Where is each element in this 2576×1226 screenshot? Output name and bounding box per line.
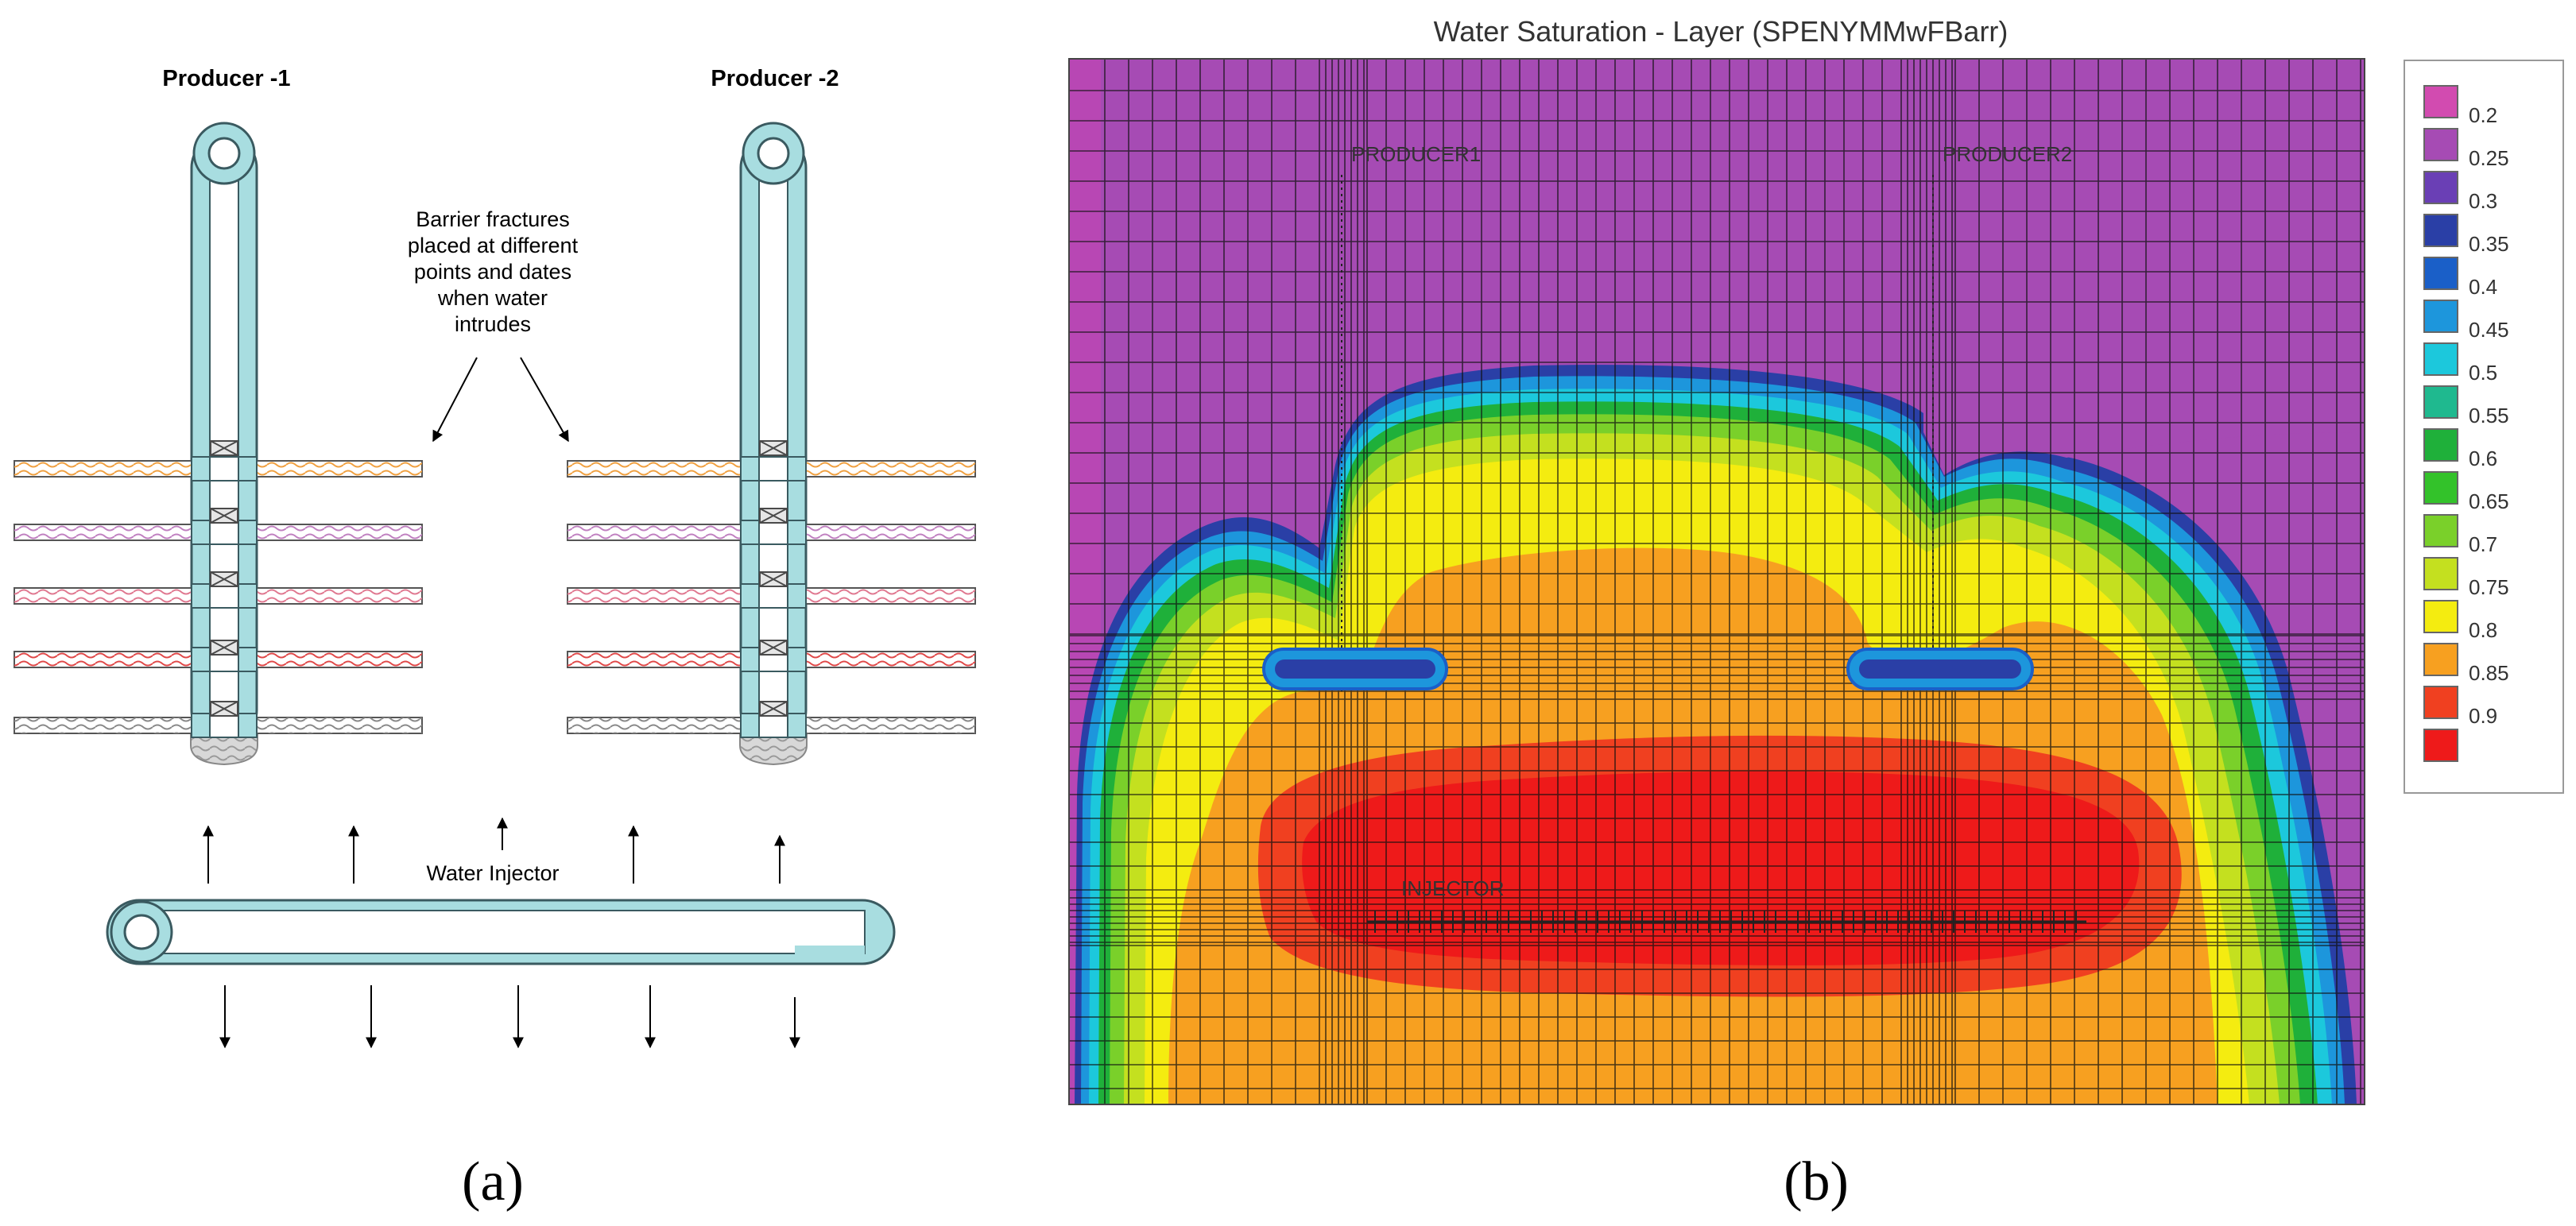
legend-swatch	[2423, 128, 2458, 161]
injector-well-label: INJECTOR	[1401, 876, 1505, 900]
legend-label: 0.35	[2469, 232, 2509, 256]
legend-label: 0.5	[2469, 361, 2497, 385]
legend-label: 0.9	[2469, 704, 2497, 728]
legend-label: 0.2	[2469, 103, 2497, 127]
barrier-note-line5: intrudes	[455, 312, 531, 336]
legend-swatch	[2423, 300, 2458, 333]
legend-label: 0.6	[2469, 447, 2497, 470]
packer-markers	[210, 440, 788, 717]
map-title: Water Saturation - Layer (SPENYMMwFBarr)	[1434, 15, 2009, 48]
barrier-note: Barrier fractures placed at different po…	[408, 207, 579, 443]
saturation-map	[1069, 59, 2365, 1104]
legend-swatch	[2423, 257, 2458, 290]
barrier-note-line3: points and dates	[414, 260, 571, 284]
legend-swatch	[2423, 471, 2458, 505]
legend-swatch	[2423, 557, 2458, 590]
producer2-label: Producer -2	[711, 66, 839, 91]
legend-label: 0.8	[2469, 618, 2497, 642]
legend-label: 0.75	[2469, 575, 2509, 599]
legend-label: 0.3	[2469, 189, 2497, 213]
legend-label: 0.65	[2469, 489, 2509, 513]
barrier-note-line1: Barrier fractures	[416, 207, 570, 231]
water-injector: Water Injector	[106, 861, 896, 965]
caption-a: (a)	[462, 1151, 524, 1212]
injector-label: Water Injector	[426, 861, 559, 885]
legend-swatch	[2423, 729, 2458, 762]
legend-swatch	[2423, 214, 2458, 247]
panel-a: Producer -1 Producer -2	[14, 66, 976, 1212]
color-legend: 0.2 0.25 0.3 0.35 0.4 0.45 0.5 0.55 0.6 0.65 0.7 0.…	[2404, 60, 2564, 794]
legend-label: 0.55	[2469, 404, 2509, 427]
flow-arrows	[203, 817, 800, 1049]
legend-label: 0.25	[2469, 146, 2509, 170]
producer2-well-label: PRODUCER2	[1943, 142, 2072, 166]
legend-swatch	[2423, 85, 2458, 118]
well-overlays	[191, 456, 807, 738]
panel-b: Water Saturation - Layer (SPENYMMwFBarr)	[1068, 15, 2564, 1212]
legend-swatch	[2423, 428, 2458, 462]
legend-swatch	[2423, 171, 2458, 204]
fractures-left	[14, 460, 423, 734]
producer1-label: Producer -1	[162, 66, 290, 91]
legend-swatch	[2423, 342, 2458, 376]
legend-swatch	[2423, 643, 2458, 676]
legend-label: 0.45	[2469, 318, 2509, 342]
arrow-left-icon	[432, 357, 478, 443]
legend-swatch	[2423, 385, 2458, 419]
producer1-well-label: PRODUCER1	[1351, 142, 1481, 166]
arrow-right-icon	[520, 357, 569, 443]
caption-b: (b)	[1784, 1151, 1849, 1212]
legend-label: 0.7	[2469, 532, 2497, 556]
barrier-note-line4: when water	[437, 286, 548, 310]
legend-swatch	[2423, 686, 2458, 719]
legend-label: 0.4	[2469, 275, 2497, 299]
legend-swatch	[2423, 514, 2458, 547]
legend-swatch	[2423, 600, 2458, 633]
legend-label: 0.85	[2469, 661, 2509, 685]
barrier-note-line2: placed at different	[408, 234, 579, 257]
